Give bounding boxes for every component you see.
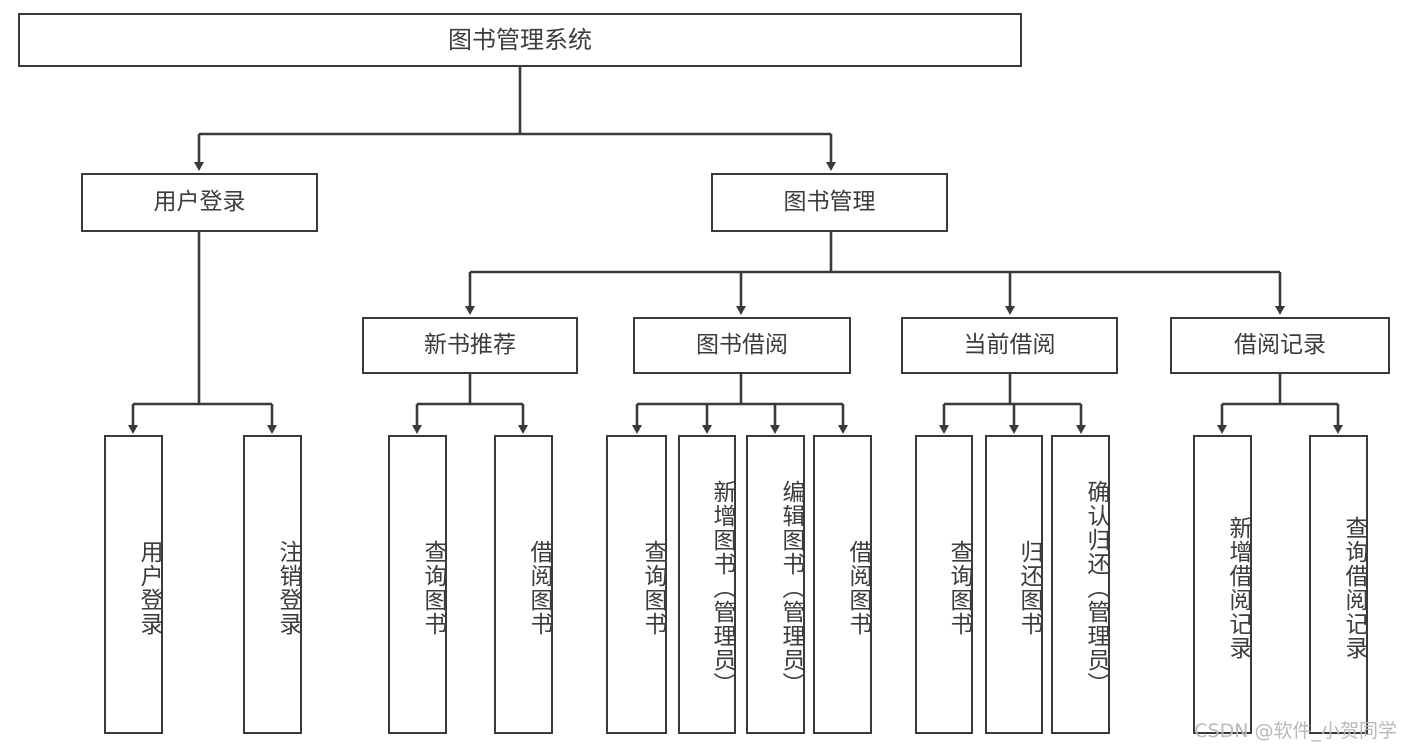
node-new-book-recommend[interactable]: 新书推荐 [362, 317, 578, 374]
node-label: 图书管理系统 [448, 25, 592, 54]
leaf-query-borrow-record[interactable]: 查询借阅记录 [1309, 435, 1368, 734]
node-label: 借阅记录 [1234, 331, 1326, 358]
leaf-confirm-return-admin[interactable]: 确认归还（管理员） [1051, 435, 1110, 734]
leaf-edit-book-admin[interactable]: 编辑图书（管理员） [746, 435, 805, 734]
node-label: 新增图书（管理员） [709, 479, 735, 696]
leaf-user-login[interactable]: 用户登录 [104, 435, 163, 734]
node-label: 用户登录 [153, 188, 246, 215]
node-label: 借阅图书 [526, 539, 552, 636]
node-label: 用户登录 [136, 539, 162, 636]
node-label: 新书推荐 [424, 331, 516, 358]
leaf-return-book[interactable]: 归还图书 [985, 435, 1043, 734]
node-label: 查询借阅记录 [1341, 515, 1367, 660]
node-label: 图书借阅 [696, 331, 788, 358]
node-book-management[interactable]: 图书管理 [711, 173, 948, 232]
leaf-logout[interactable]: 注销登录 [243, 435, 302, 734]
node-user-login[interactable]: 用户登录 [81, 173, 318, 232]
leaf-borrow-book[interactable]: 借阅图书 [813, 435, 872, 734]
node-label: 借阅图书 [845, 539, 871, 636]
node-book-borrow[interactable]: 图书借阅 [633, 317, 851, 374]
leaf-query-book-borrow[interactable]: 查询图书 [606, 435, 667, 734]
leaf-borrow-book-recommend[interactable]: 借阅图书 [494, 435, 553, 734]
node-label: 编辑图书（管理员） [778, 479, 804, 696]
leaf-query-book-recommend[interactable]: 查询图书 [388, 435, 447, 734]
node-label: 查询图书 [946, 539, 972, 636]
node-label: 归还图书 [1016, 539, 1042, 636]
node-label: 图书管理 [783, 188, 876, 215]
node-root-system[interactable]: 图书管理系统 [18, 13, 1022, 67]
node-label: 新增借阅记录 [1225, 515, 1251, 660]
node-borrow-record[interactable]: 借阅记录 [1170, 317, 1390, 374]
node-label: 查询图书 [640, 539, 666, 636]
csdn-watermark: CSDN @软件_小贺同学 [1194, 720, 1397, 742]
leaf-add-borrow-record[interactable]: 新增借阅记录 [1193, 435, 1252, 734]
node-label: 当前借阅 [963, 331, 1056, 358]
leaf-query-book-current[interactable]: 查询图书 [915, 435, 973, 734]
node-label: 注销登录 [275, 539, 301, 636]
node-current-borrow[interactable]: 当前借阅 [901, 317, 1118, 374]
node-label: 查询图书 [420, 539, 446, 636]
node-label: 确认归还（管理员） [1083, 479, 1109, 696]
leaf-add-book-admin[interactable]: 新增图书（管理员） [678, 435, 736, 734]
